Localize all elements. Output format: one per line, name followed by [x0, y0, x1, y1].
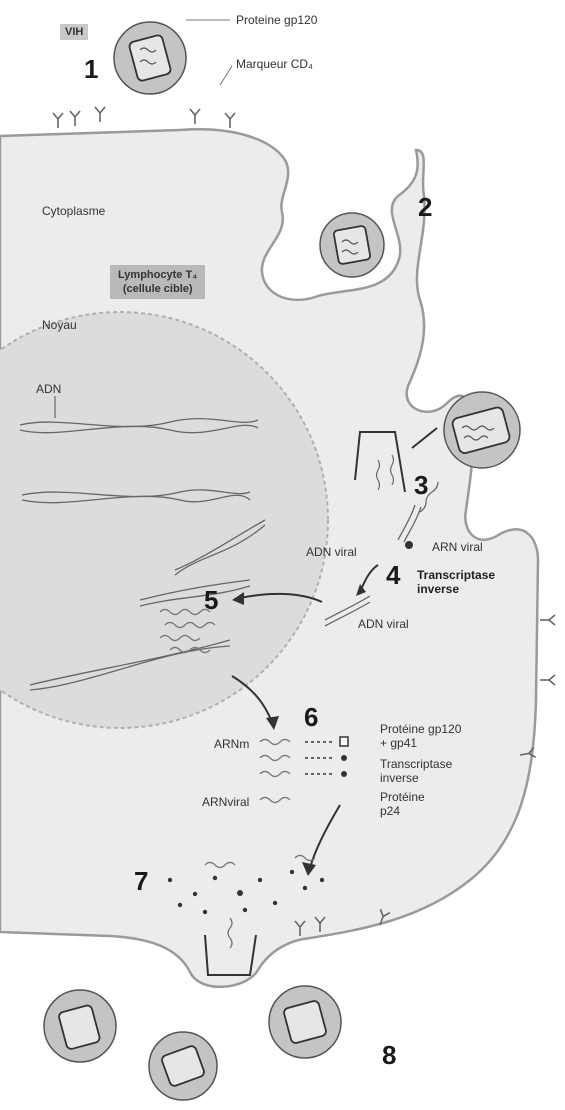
proteine-gp120-label: Proteine gp120 [236, 13, 317, 27]
adn-viral-bottom-label: ADN viral [358, 617, 409, 631]
step-4: 4 [386, 560, 400, 591]
virus-released-2 [149, 1032, 217, 1100]
proteine-p24-label: Protéine p24 [380, 790, 425, 818]
transcriptase-inverse-small-label: Transcriptase inverse [380, 757, 452, 785]
step-1: 1 [84, 54, 98, 85]
transcriptase-inverse-label: Transcriptase inverse [417, 568, 495, 596]
virus-released-3 [269, 986, 341, 1058]
arn-viral-label: ARN viral [432, 540, 483, 554]
virus-1 [114, 22, 186, 94]
step-6: 6 [304, 702, 318, 733]
leader-cd4 [220, 66, 232, 85]
arnviral-label: ARNviral [202, 795, 249, 809]
noyau-label: Noyau [42, 318, 77, 332]
step-7: 7 [134, 866, 148, 897]
arnm-label: ARNm [214, 737, 249, 751]
virus-fusion [444, 392, 520, 468]
marqueur-cd4-label: Marqueur CD₄ [236, 57, 313, 71]
cd4-receptors-top [53, 107, 235, 128]
adn-viral-top-label: ADN viral [306, 545, 357, 559]
step-5: 5 [204, 585, 218, 616]
cytoplasme-label: Cytoplasme [42, 204, 105, 218]
vih-tag: VIH [60, 24, 88, 40]
proteine-gp120-gp41-label: Protéine gp120 + gp41 [380, 722, 461, 750]
adn-label: ADN [36, 382, 61, 396]
step-3: 3 [414, 470, 428, 501]
lymphocyte-label: Lymphocyte T₄ (cellule cible) [110, 265, 205, 299]
virus-released-1 [44, 990, 116, 1062]
step-8: 8 [382, 1040, 396, 1071]
virus-2 [320, 213, 384, 277]
step-2: 2 [418, 192, 432, 223]
